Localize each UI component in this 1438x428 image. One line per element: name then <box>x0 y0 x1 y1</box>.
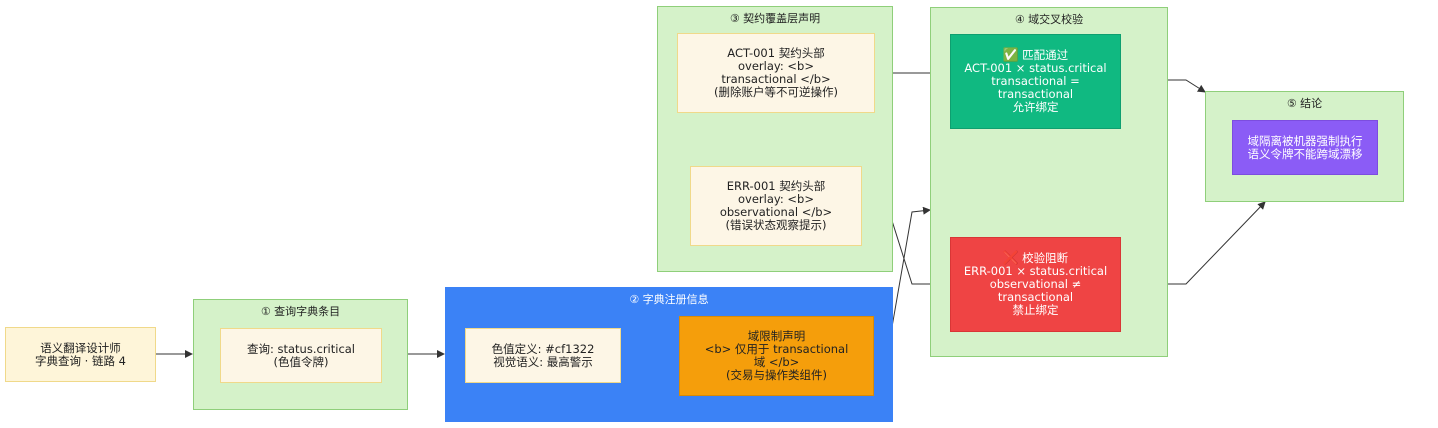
pass-title: 匹配通过 <box>1022 48 1069 62</box>
act-001-node: ACT-001 契约头部 overlay: <b> transactional … <box>677 33 875 113</box>
err-line-1: ERR-001 契约头部 <box>726 179 826 193</box>
group-query-dictionary: ① 查询字典条目 查询: status.critical (色值令牌) <box>193 299 408 410</box>
group-title-2: ② 字典注册信息 <box>629 293 709 306</box>
pass-line-1: ACT-001 × status.critical <box>964 61 1107 75</box>
block-title: 校验阻断 <box>1022 251 1069 265</box>
pass-line-3: transactional <box>997 87 1074 101</box>
query-node: 查询: status.critical (色值令牌) <box>220 328 382 383</box>
group-title-5: ⑤ 结论 <box>1286 97 1323 110</box>
err-line-2: overlay: <b> <box>738 192 814 206</box>
group-dictionary-registry: ② 字典注册信息 色值定义: #cf1322 视觉语义: 最高警示 域限制声明 … <box>445 287 893 422</box>
group-conclusion: ⑤ 结论 域隔离被机器强制执行 语义令牌不能跨域漂移 <box>1205 91 1404 202</box>
pass-line-4: 允许绑定 <box>1012 100 1059 114</box>
pass-title-row: ✅匹配通过 <box>1002 48 1069 63</box>
group-title-1: ① 查询字典条目 <box>260 305 341 318</box>
group-domain-cross-check: ④ 域交叉校验 ✅匹配通过 ACT-001 × status.critical … <box>930 7 1168 357</box>
match-pass-node: ✅匹配通过 ACT-001 × status.critical transact… <box>950 34 1121 129</box>
act-line-4: (删除账户等不可逆操作) <box>714 85 838 99</box>
domain-line-1: 域限制声明 <box>747 329 806 343</box>
conclusion-node: 域隔离被机器强制执行 语义令牌不能跨域漂移 <box>1232 120 1378 175</box>
conclusion-line-1: 域隔离被机器强制执行 <box>1247 133 1363 148</box>
block-line-3: transactional <box>997 290 1074 304</box>
block-title-row: ❌校验阻断 <box>1002 251 1069 266</box>
start-line-2: 字典查询 · 链路 4 <box>35 353 126 368</box>
err-line-3: observational </b> <box>719 205 833 219</box>
color-line-2: 视觉语义: 最高警示 <box>493 354 593 369</box>
block-line-1: ERR-001 × status.critical <box>963 264 1108 278</box>
group-title-4: ④ 域交叉校验 <box>1014 13 1084 26</box>
act-line-3: transactional </b> <box>721 72 831 86</box>
act-line-1: ACT-001 契约头部 <box>727 46 825 60</box>
group-contract-overlay: ③ 契约覆盖层声明 ACT-001 契约头部 overlay: <b> tran… <box>657 6 893 272</box>
block-line-4: 禁止绑定 <box>1012 303 1059 317</box>
query-line-1: 查询: status.critical <box>246 341 356 356</box>
conclusion-line-2: 语义令牌不能跨域漂移 <box>1247 146 1363 161</box>
domain-line-4: (交易与操作类组件) <box>726 368 827 382</box>
cross-mark-icon: ❌ <box>1002 251 1020 266</box>
check-mark-icon: ✅ <box>1002 48 1020 63</box>
validation-blocked-node: ❌校验阻断 ERR-001 × status.critical observat… <box>950 237 1121 332</box>
query-line-2: (色值令牌) <box>273 354 329 369</box>
err-line-4: (错误状态观察提示) <box>725 218 827 232</box>
color-definition-node: 色值定义: #cf1322 视觉语义: 最高警示 <box>465 328 621 383</box>
domain-line-3: 域 </b> <box>753 355 800 369</box>
err-001-node: ERR-001 契约头部 overlay: <b> observational … <box>690 166 862 246</box>
pass-line-2: transactional = <box>991 74 1080 88</box>
domain-restriction-node: 域限制声明 <b> 仅用于 transactional 域 </b> (交易与操… <box>679 316 874 396</box>
start-node: 语义翻译设计师 字典查询 · 链路 4 <box>5 327 156 382</box>
color-line-1: 色值定义: #cf1322 <box>491 341 595 356</box>
block-line-2: observational ≠ <box>989 277 1082 291</box>
act-line-2: overlay: <b> <box>738 59 814 73</box>
start-line-1: 语义翻译设计师 <box>40 340 121 355</box>
group-title-3: ③ 契约覆盖层声明 <box>729 12 821 25</box>
domain-line-2: <b> 仅用于 transactional <box>704 342 849 356</box>
